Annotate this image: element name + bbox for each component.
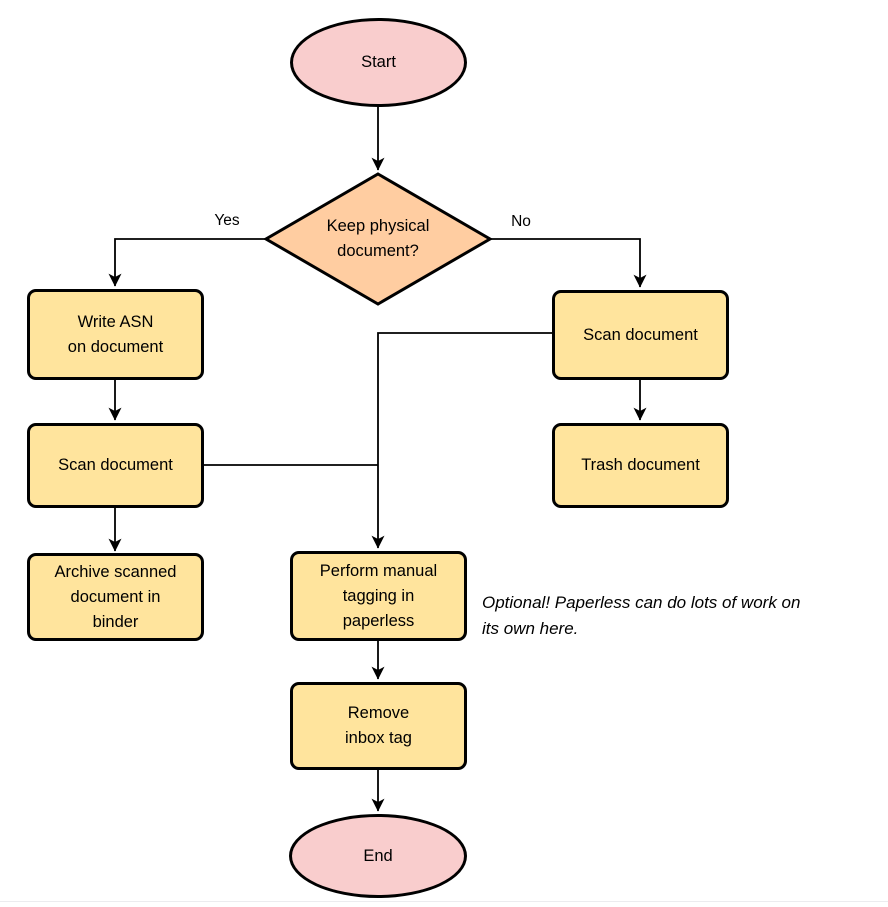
node-trash-document-label: Trash document [581, 456, 700, 474]
node-remove-inbox-tag: Remove inbox tag [290, 682, 467, 770]
node-write-asn: Write ASN on document [27, 289, 204, 380]
node-trash-document: Trash document [552, 423, 729, 508]
optional-note: Optional! Paperless can do lots of work … [482, 593, 801, 638]
node-end: End [289, 814, 467, 898]
node-decision-label: Keep physical document? [326, 217, 430, 260]
node-archive-binder-label: Archive scanned document in binder [54, 562, 177, 631]
page-bottom-divider [0, 901, 888, 902]
node-manual-tagging-label: Perform manual tagging in paperless [319, 561, 438, 630]
edge-decision-no [490, 238, 647, 288]
edge-decision-yes [108, 238, 266, 287]
node-start: Start [290, 18, 467, 107]
node-scan-document-right: Scan document [552, 290, 729, 380]
node-end-label: End [363, 846, 393, 865]
edge-scanright-to-tagging [371, 332, 553, 549]
node-remove-inbox-tag-label: Remove inbox tag [345, 704, 412, 747]
node-write-asn-label: Write ASN on document [67, 312, 164, 356]
node-manual-tagging: Perform manual tagging in paperless [290, 551, 467, 641]
node-start-label: Start [361, 53, 396, 71]
decision-shape [263, 172, 493, 306]
node-archive-binder: Archive scanned document in binder [27, 553, 204, 641]
edge-label-no: No [508, 213, 534, 231]
node-scan-document-right-label: Scan document [583, 325, 698, 344]
node-scan-document-left-label: Scan document [58, 456, 173, 474]
edge-label-yes: Yes [211, 212, 243, 230]
node-scan-document-left: Scan document [27, 423, 204, 508]
